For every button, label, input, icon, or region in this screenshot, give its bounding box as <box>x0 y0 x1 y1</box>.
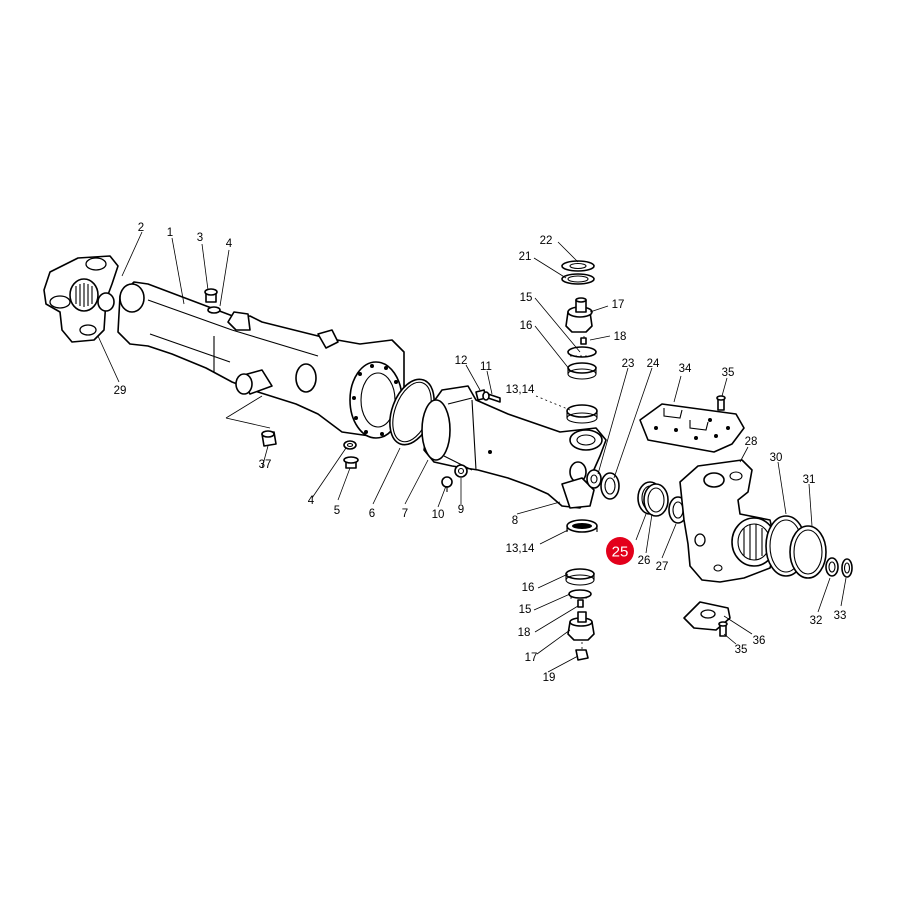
callout-18[interactable]: 18 <box>518 627 531 639</box>
part-31-seal-ring <box>789 525 827 579</box>
callout-4[interactable]: 4 <box>226 238 233 250</box>
part-3-plug <box>204 288 218 303</box>
part-24-seal <box>600 472 620 500</box>
part-32-ring <box>825 557 839 577</box>
callout-23[interactable]: 23 <box>622 358 635 370</box>
callout-24[interactable]: 24 <box>647 358 660 370</box>
callout-34[interactable]: 34 <box>679 363 692 375</box>
callout-6[interactable]: 6 <box>369 508 375 520</box>
part-23-seal <box>586 469 602 489</box>
part-11-bolt <box>482 391 501 403</box>
part-16-seal-lower <box>565 568 595 586</box>
part-33-ring <box>841 558 853 578</box>
callout-37[interactable]: 37 <box>259 459 272 471</box>
callout-15[interactable]: 15 <box>519 604 532 616</box>
part-29-yoke-flange <box>43 255 119 343</box>
part-13-bearing-cup-lower <box>566 519 598 533</box>
part-5-plug <box>343 456 359 469</box>
part-4-washer-top <box>207 306 221 314</box>
callout-21[interactable]: 21 <box>519 251 532 263</box>
callout-13-14-upper[interactable]: 13,14 <box>506 384 535 396</box>
callout-22[interactable]: 22 <box>540 235 553 247</box>
part-37-plug <box>261 430 277 447</box>
callout-18[interactable]: 18 <box>614 331 627 343</box>
part-28-steering-knuckle <box>679 459 777 583</box>
callout-1[interactable]: 1 <box>167 227 173 239</box>
callout-11[interactable]: 11 <box>480 361 492 373</box>
part-15-bearing-lower <box>568 589 592 599</box>
part-18-grease-nipple-upper <box>580 336 587 345</box>
callout-16[interactable]: 16 <box>520 320 533 332</box>
callout-31[interactable]: 31 <box>803 474 816 486</box>
part-9-washer <box>454 464 468 478</box>
part-21-shim <box>561 273 595 285</box>
callout-36[interactable]: 36 <box>753 635 766 647</box>
callout-7[interactable]: 7 <box>402 508 408 520</box>
callout-26[interactable]: 26 <box>638 555 651 567</box>
part-13-bearing-cup-upper <box>566 404 598 424</box>
callout-2[interactable]: 2 <box>138 222 144 234</box>
callout-8[interactable]: 8 <box>512 515 518 527</box>
part-10-plug <box>441 476 453 492</box>
callout-labels: 2 1 3 4 29 37 4 5 6 7 10 9 8 12 11 13,14… <box>114 222 847 684</box>
callout-12[interactable]: 12 <box>455 355 468 367</box>
callout-9[interactable]: 9 <box>458 504 464 516</box>
callout-3[interactable]: 3 <box>197 232 203 244</box>
callout-17[interactable]: 17 <box>525 652 538 664</box>
part-34-plate <box>639 403 745 453</box>
callout-15[interactable]: 15 <box>520 292 533 304</box>
part-35-bolt-upper <box>716 395 726 411</box>
callout-29[interactable]: 29 <box>114 385 127 397</box>
callout-27[interactable]: 27 <box>656 561 669 573</box>
leader-lines <box>97 231 847 673</box>
part-8-right-axle-housing <box>421 385 607 509</box>
callout-32[interactable]: 32 <box>810 615 823 627</box>
part-25-bushing <box>637 481 669 517</box>
callout-30[interactable]: 30 <box>770 452 783 464</box>
part-15-bearing-upper <box>567 346 597 358</box>
part-22-shim <box>561 260 595 272</box>
callout-5[interactable]: 5 <box>334 505 340 517</box>
part-17-king-pin-upper <box>565 297 593 333</box>
callout-19[interactable]: 19 <box>543 672 556 684</box>
callout-4[interactable]: 4 <box>308 495 315 507</box>
part-35-bolt-lower <box>718 621 728 637</box>
highlight-circle[interactable] <box>606 537 634 565</box>
callout-28[interactable]: 28 <box>745 436 758 448</box>
callout-35[interactable]: 35 <box>722 367 735 379</box>
callout-35[interactable]: 35 <box>735 644 748 656</box>
part-4-washer-lower <box>343 440 357 450</box>
callout-33[interactable]: 33 <box>834 610 847 622</box>
callout-10[interactable]: 10 <box>432 509 445 521</box>
highlight-badge-25[interactable]: 25 <box>606 537 634 565</box>
part-17-king-pin-lower <box>567 611 595 641</box>
part-18-grease-nipple-lower <box>577 599 584 608</box>
part-1-left-axle-housing <box>117 281 405 439</box>
callout-17[interactable]: 17 <box>612 299 625 311</box>
part-16-seal-upper <box>567 362 597 380</box>
callout-16[interactable]: 16 <box>522 582 535 594</box>
part-19-bolt <box>575 642 589 661</box>
callout-13-14-lower[interactable]: 13,14 <box>506 543 535 555</box>
